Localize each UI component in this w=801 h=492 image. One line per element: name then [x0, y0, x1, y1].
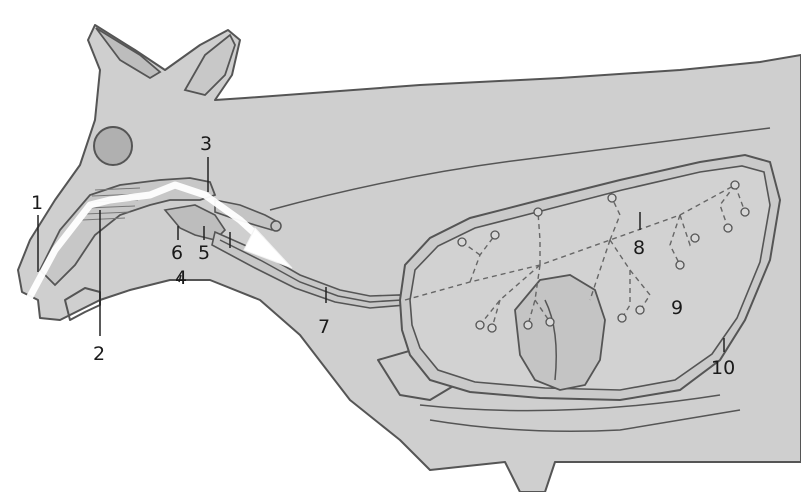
label-9: 9: [671, 297, 683, 319]
label-10: 10: [711, 357, 735, 379]
label-5: 5: [198, 242, 210, 264]
label-1: 1: [31, 192, 43, 214]
label-7: 7: [318, 316, 330, 338]
eye: [94, 127, 132, 165]
label-8: 8: [633, 237, 645, 259]
label-6: 6: [171, 242, 183, 264]
esophagus-end: [271, 221, 281, 231]
label-2: 2: [93, 343, 105, 365]
label-4: 4: [175, 267, 187, 289]
label-3: 3: [200, 133, 212, 155]
